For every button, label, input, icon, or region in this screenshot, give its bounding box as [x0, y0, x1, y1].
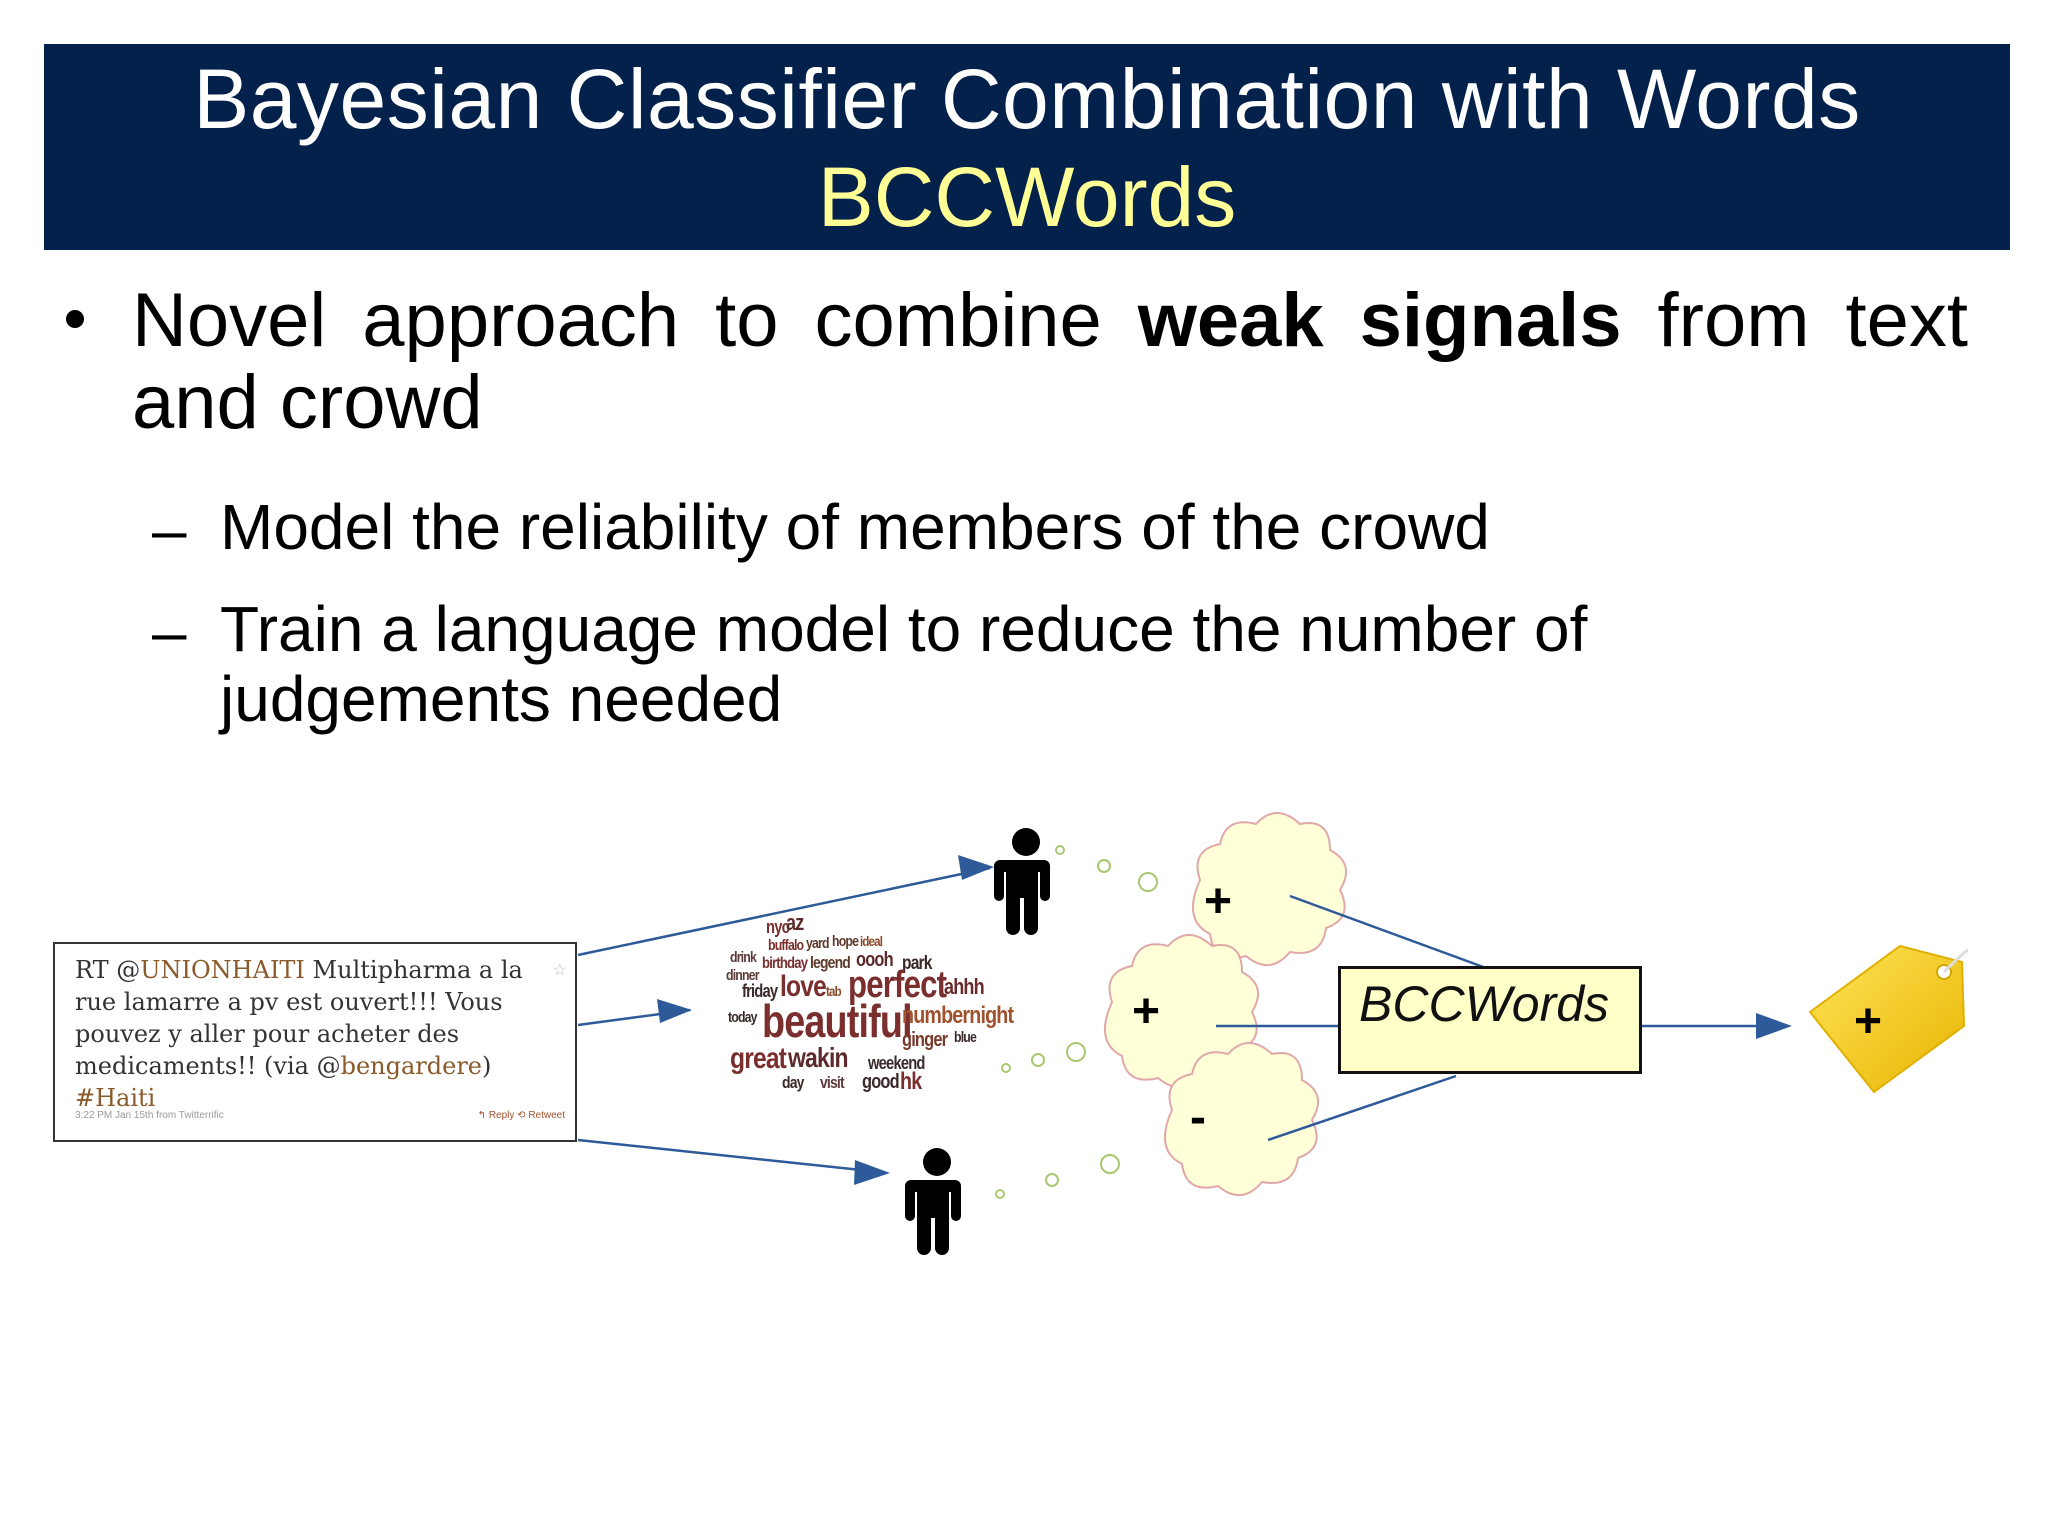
tweet-line-4: medicaments!! (via @bengardere) [75, 1050, 555, 1082]
arrowhead-tag [1756, 1013, 1792, 1039]
person-icon-top [994, 828, 1050, 935]
sign-bottom: - [1190, 1091, 1206, 1144]
word-cloud-word: buffalo [768, 937, 804, 954]
tweet-line-2: rue lamarre a pv est ouvert!!! Vous [75, 988, 503, 1016]
tweet-line-4-before: medicaments!! (via @ [75, 1052, 341, 1080]
word-cloud-word: blue [954, 1029, 977, 1046]
word-cloud-word: nyc [766, 917, 790, 937]
word-cloud-word: yard [806, 935, 830, 952]
person-icon-bottom [905, 1148, 961, 1255]
tweet-prefix: RT @ [75, 956, 141, 984]
line-bottom-to-box [1267, 1074, 1457, 1142]
thought-trail-middle [1001, 1042, 1086, 1073]
main-bullet: Novel approach to combine weak signals f… [132, 280, 1968, 444]
word-cloud-word: legend [810, 953, 851, 972]
thought-trail-bottom [995, 1154, 1120, 1199]
sub-bullet-2-line2: judgements needed [220, 663, 783, 735]
word-cloud-word: weekend [868, 1053, 925, 1073]
word-cloud-word: good [862, 1071, 900, 1093]
word-cloud-word: az [786, 910, 804, 935]
bullet-text-bold: weak signals [1137, 278, 1622, 363]
thought-trail-top [1055, 845, 1158, 892]
word-cloud-word: tab [826, 983, 842, 999]
word-cloud-word: wakin [788, 1042, 849, 1073]
word-cloud-word: ahhh [944, 974, 985, 999]
bccwords-box: BCCWords [1338, 966, 1642, 1074]
word-cloud-word: friday [742, 981, 778, 1001]
bullet-dot [66, 310, 84, 328]
slide-subtitle: BCCWords [817, 150, 1237, 244]
word-cloud-word: oooh [856, 949, 894, 971]
word-cloud-word: birthday [762, 955, 808, 972]
arrowhead-word-cloud [657, 999, 692, 1023]
word-cloud-word: numbernight [902, 1002, 1014, 1029]
thought-cloud-middle [1104, 934, 1260, 1088]
tweet-line-4-after: ) [482, 1052, 492, 1080]
tweet-card: ☆ RT @UNIONHAITI Multipharma a la rue la… [53, 942, 577, 1142]
price-tag-icon [1808, 944, 1969, 1094]
arrow-to-bottom-worker [577, 1138, 881, 1174]
word-cloud-word: hope [832, 933, 859, 950]
word-cloud-word: hk [900, 1068, 922, 1095]
word-cloud-word: ginger [902, 1029, 948, 1051]
sub-bullet-2-line1: Train a language model to reduce the num… [220, 593, 1588, 665]
thought-cloud-bottom [1164, 1042, 1320, 1196]
arrowhead-bottom-worker [854, 1160, 890, 1185]
bullet-text-after: from text and crowd [132, 278, 1968, 445]
tweet-meta: 3:22 PM Jan 15th from Twitterrific [75, 1110, 224, 1121]
sign-tag: + [1854, 995, 1883, 1048]
sub-bullet-dash-2: – [152, 598, 187, 667]
tweet-actions: ↰ Reply ⟲ Retweet [477, 1110, 565, 1121]
title-bar: Bayesian Classifier Combination with Wor… [44, 44, 2010, 250]
sign-middle: + [1132, 985, 1161, 1038]
sub-bullet-dash-1: – [152, 496, 187, 565]
tweet-line-1-rest: Multipharma a la [304, 956, 523, 984]
arrowhead-top-worker [958, 855, 994, 880]
word-cloud-word: great [730, 1042, 787, 1075]
star-icon: ☆ [552, 960, 567, 979]
tweet-mention-1: UNIONHAITI [140, 956, 305, 984]
tweet-line-1: RT @UNIONHAITI Multipharma a la [75, 954, 555, 986]
tweet-mention-2: bengardere [340, 1052, 483, 1080]
line-top-to-box [1289, 894, 1487, 970]
word-cloud-word: beautiful [762, 995, 913, 1047]
word-cloud-word: dinner [726, 967, 759, 984]
word-cloud-word: today [728, 1009, 758, 1026]
sign-top: + [1204, 875, 1233, 928]
slide-title: Bayesian Classifier Combination with Wor… [193, 52, 1861, 146]
word-cloud-word: perfect [848, 964, 947, 1006]
word-cloud-word: drink [730, 949, 757, 966]
bullet-text-before: Novel approach to combine [132, 278, 1138, 363]
word-cloud-word: park [902, 953, 932, 974]
word-cloud-word: ideal [860, 933, 883, 949]
word-cloud-word: love [780, 970, 827, 1003]
word-cloud-word: day [782, 1073, 804, 1092]
tweet-line-3: pouvez y aller pour acheter des [75, 1020, 460, 1048]
tweet-hashtag: #Haiti [75, 1084, 156, 1112]
arrow-to-top-worker [577, 866, 991, 957]
word-cloud-word: visit [820, 1073, 845, 1092]
sub-bullet-1: Model the reliability of members of the … [220, 491, 1490, 563]
